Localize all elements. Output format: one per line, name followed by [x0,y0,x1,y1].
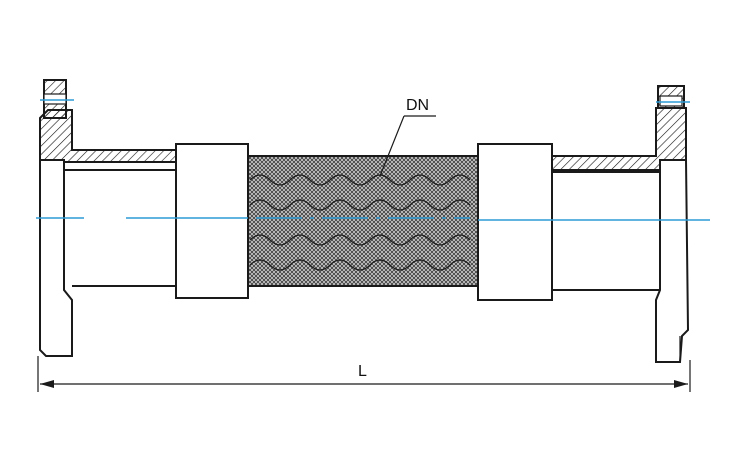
dimension-arrow-left [40,380,54,388]
centerline [36,217,710,221]
right-ferrule [477,143,553,301]
left-flange [39,79,179,357]
length-dimension: L [37,356,691,392]
right-flange [551,85,690,363]
braided-hose [247,155,479,287]
dn-label: DN [406,97,429,114]
length-label: L [358,363,367,380]
left-ferrule [175,143,249,299]
dn-callout: DN [379,97,436,177]
dimension-arrow-right [674,380,688,388]
